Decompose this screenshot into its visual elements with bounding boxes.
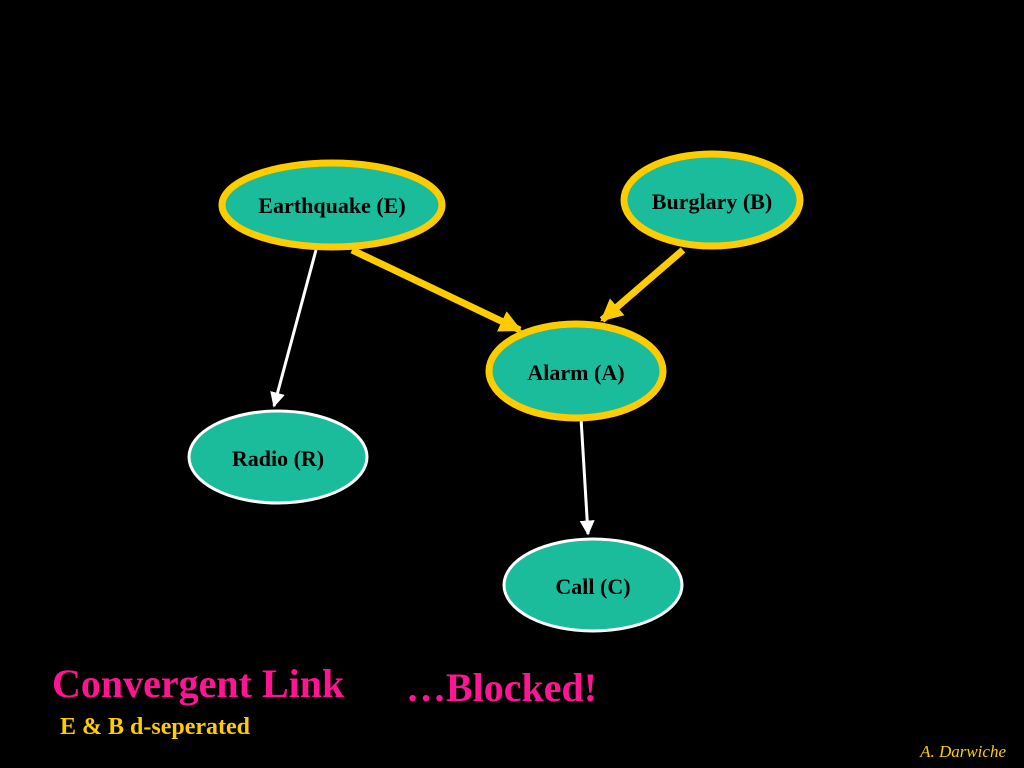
node-earthquake[interactable]: Earthquake (E)	[218, 159, 446, 251]
edge-burglary-to-alarm	[599, 247, 686, 323]
title-convergent-link: Convergent Link	[52, 661, 345, 706]
edge-earthquake-to-alarm	[350, 246, 523, 334]
title-blocked-status: …Blocked!	[406, 665, 598, 710]
edge-earthquake-to-radio	[270, 249, 318, 408]
subtitle-d-separation: E & B d-seperated	[60, 714, 250, 740]
node-call-ellipse	[502, 537, 684, 633]
node-burglary-ellipse	[620, 150, 804, 250]
node-alarm[interactable]: Alarm (A)	[485, 320, 667, 422]
node-alarm-label: Alarm (A)	[527, 360, 624, 385]
node-radio-label: Radio (R)	[232, 446, 324, 471]
node-call[interactable]: Call (C)	[502, 537, 684, 633]
node-radio[interactable]: Radio (R)	[187, 409, 369, 505]
author-credit: A. Darwiche	[920, 742, 1006, 761]
node-call-label: Call (C)	[555, 574, 630, 599]
node-burglary-label: Burglary (B)	[652, 189, 772, 214]
node-alarm-ellipse	[485, 320, 667, 422]
node-earthquake-label: Earthquake (E)	[258, 193, 405, 218]
node-radio-ellipse	[187, 409, 369, 505]
edge-alarm-to-call	[579, 417, 595, 536]
node-earthquake-ellipse	[218, 159, 446, 251]
node-burglary[interactable]: Burglary (B)	[620, 150, 804, 250]
